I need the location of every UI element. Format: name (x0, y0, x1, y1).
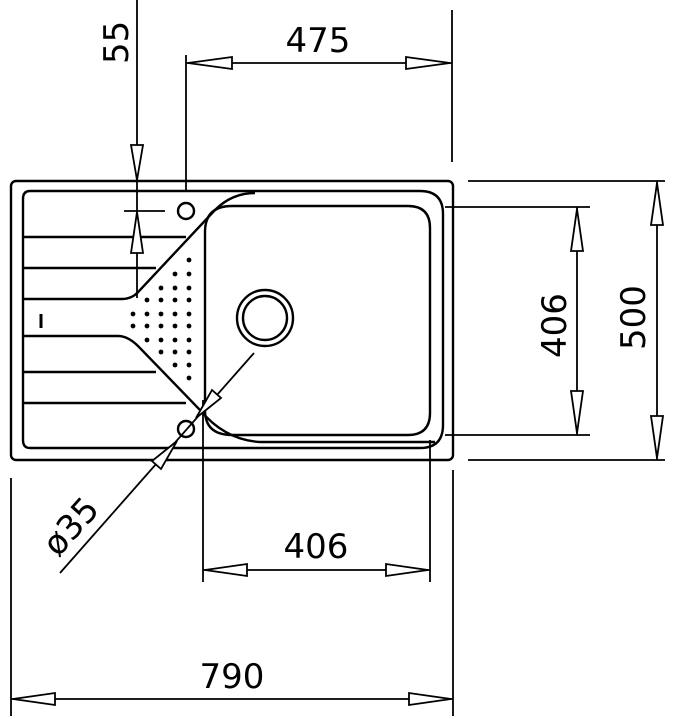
strainer-dot (130, 311, 136, 317)
overflow-hole (176, 419, 196, 439)
drainboard-ribs (23, 235, 186, 405)
strainer-dot (144, 311, 150, 317)
strainer-dot (186, 285, 192, 291)
strainer-dot (158, 297, 164, 303)
dimension-55: 55 (97, 0, 165, 298)
dimension-790: 790 (10, 470, 454, 716)
strainer-dot (186, 375, 192, 381)
strainer-dot (144, 323, 150, 329)
strainer-dot (186, 297, 192, 303)
strainer-dot (186, 337, 192, 343)
strainer-dot (172, 337, 178, 343)
dimension-label-475: 475 (286, 21, 351, 61)
strainer-dot (172, 349, 178, 355)
strainer-dot (186, 271, 192, 277)
dimension-label-55: 55 (97, 21, 137, 64)
dimension-label-500: 500 (614, 285, 654, 350)
strainer-dot (172, 297, 178, 303)
strainer-dot (158, 349, 164, 355)
strainer-dot (172, 311, 178, 317)
dimension-406-horizontal: 406 (202, 400, 431, 582)
dimension-label-diameter-35: ø35 (35, 490, 108, 564)
strainer-dots (130, 257, 192, 381)
strainer-dot (158, 285, 164, 291)
tap-hole (176, 201, 196, 221)
strainer-dot (172, 285, 178, 291)
strainer-dot (158, 323, 164, 329)
drain-waste (235, 288, 295, 348)
dimension-406-vertical: 406 (445, 206, 590, 436)
dimension-label-406-vertical: 406 (535, 293, 575, 358)
dimension-label-406-horizontal: 406 (284, 527, 349, 567)
strainer-dot (172, 362, 178, 368)
strainer-dot (144, 337, 150, 343)
strainer-dot (130, 323, 136, 329)
strainer-dot (186, 257, 192, 263)
strainer-dot (158, 311, 164, 317)
dimension-475: 475 (185, 10, 453, 190)
dimension-diameter-35: ø35 (35, 352, 255, 574)
sink-outline (9, 179, 455, 462)
strainer-dot (186, 349, 192, 355)
strainer-dot (186, 362, 192, 368)
dimension-label-790: 790 (200, 657, 265, 697)
strainer-dot (186, 311, 192, 317)
dimension-500: 500 (468, 180, 665, 461)
strainer-dot (186, 323, 192, 329)
strainer-dot (172, 323, 178, 329)
strainer-dot (158, 337, 164, 343)
strainer-dot (144, 297, 150, 303)
strainer-dot (172, 271, 178, 277)
